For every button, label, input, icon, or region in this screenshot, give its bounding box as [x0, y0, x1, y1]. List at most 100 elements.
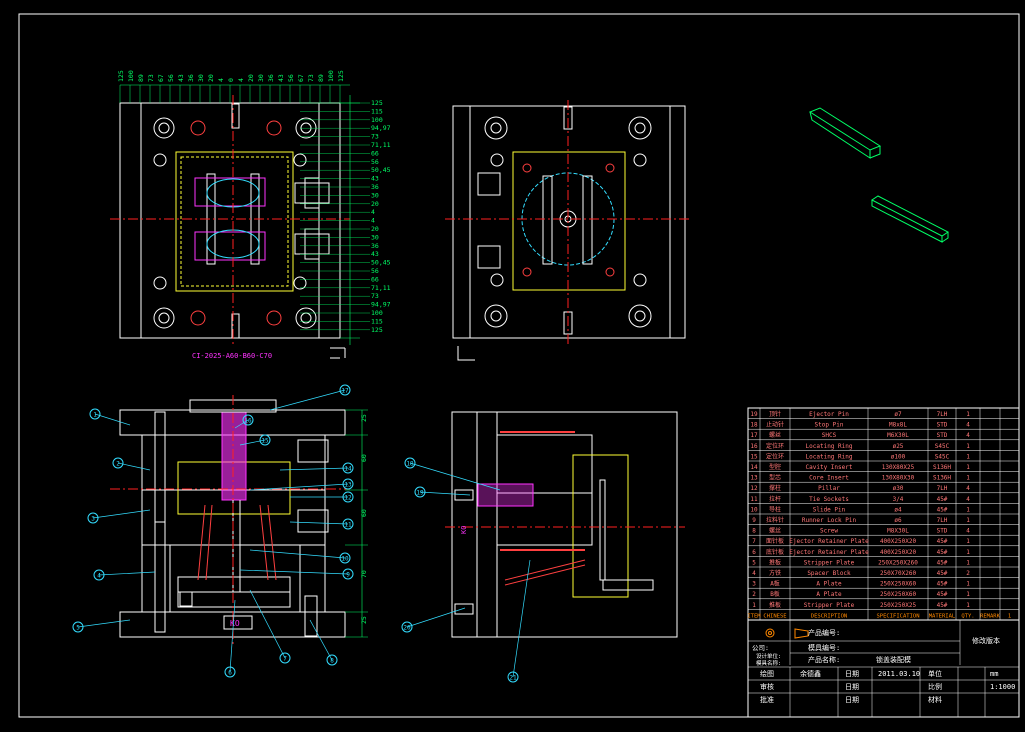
bom-cell: A板 — [770, 580, 780, 588]
bom-cell: 4 — [966, 485, 970, 492]
dim-label: 125 — [371, 326, 383, 334]
dim-label: 25 — [360, 414, 368, 422]
plan-view-mold-base: CI-2025-A60-B60-C70 — [110, 84, 360, 360]
part-balloon[interactable]: 18 — [404, 457, 501, 491]
dim-label: 56 — [371, 267, 379, 275]
bom-cell: 止动针 — [766, 421, 784, 429]
dim-label: 89 — [137, 74, 145, 82]
title-cell: 材料 — [928, 695, 942, 704]
balloon-number: 11 — [344, 522, 352, 529]
dim-label: 115 — [371, 107, 383, 115]
bom-cell: 45# — [937, 581, 948, 588]
bom-cell: 13 — [750, 475, 758, 482]
bom-cell: 1 — [966, 464, 970, 471]
bom-cell: 12 — [750, 485, 758, 492]
title-cell: 批准 — [760, 695, 774, 704]
bom-cell: 型腔 — [769, 463, 781, 471]
part-balloon[interactable]: 19 — [414, 486, 471, 498]
bom-cell: Ejector Retainer Plate — [789, 549, 869, 556]
dim-label: 73 — [371, 292, 379, 300]
bom-cell: 1 — [966, 602, 970, 609]
bom-cell: Stripper Plate — [804, 602, 855, 609]
bom-cell: Cavity Insert — [806, 464, 853, 471]
dim-label: 56 — [287, 74, 295, 82]
dim-label: 50,45 — [371, 166, 391, 174]
balloon-number: 20 — [403, 625, 411, 632]
balloon-number: 17 — [341, 388, 349, 395]
dim-label: 94,97 — [371, 301, 391, 309]
part-iso-sketch — [808, 107, 949, 243]
bom-cell: 1 — [752, 602, 756, 609]
part-balloon[interactable]: 17 — [269, 384, 351, 411]
dim-label: 56 — [371, 158, 379, 166]
part-balloon[interactable]: 15 — [239, 434, 271, 446]
bom-cell: ø100 — [891, 453, 906, 460]
title-cell: 日期 — [845, 696, 859, 704]
part-balloon[interactable]: 20 — [401, 607, 466, 633]
company-sub-label: 模具名称: — [756, 659, 781, 667]
part-balloon[interactable]: 6 — [224, 599, 236, 678]
bom-cell: 45# — [937, 496, 948, 503]
dim-label: 60 — [360, 454, 368, 462]
part-balloon[interactable]: 13 — [249, 478, 354, 491]
bom-cell: ø6 — [894, 517, 902, 524]
part-balloon[interactable]: 7 — [249, 589, 291, 664]
part-balloon[interactable]: 16 — [234, 414, 254, 429]
bom-cell: Core Insert — [809, 475, 849, 482]
bom-cell: 45# — [937, 559, 948, 566]
dim-label: 30 — [257, 74, 265, 82]
dim-label: 30 — [371, 191, 379, 199]
bom-cell: SHCS — [822, 432, 837, 439]
part-balloon[interactable]: 4 — [93, 569, 156, 581]
dim-label: 20 — [207, 74, 215, 82]
bom-cell: Ejector Retainer Plate — [789, 538, 869, 545]
bom-cell: STD — [937, 432, 948, 439]
part-balloon[interactable]: 2 — [112, 457, 151, 471]
bom-cell: 导柱 — [769, 505, 781, 513]
bom-cell: ø7 — [894, 411, 902, 418]
dim-label: 125 — [371, 99, 383, 107]
dim-label: 20 — [371, 225, 379, 233]
bom-cell: M8x8L — [889, 422, 907, 429]
bom-cell: 3/4 — [893, 496, 904, 503]
dim-label: 36 — [371, 183, 379, 191]
bom-cell: 定位环 — [766, 452, 784, 460]
part-balloon[interactable]: 8 — [309, 619, 338, 666]
dim-label: 43 — [177, 74, 185, 82]
part-balloon[interactable]: 9 — [239, 568, 354, 580]
part-balloon[interactable]: 14 — [279, 462, 354, 474]
part-balloon[interactable]: 11 — [289, 518, 354, 530]
bom-cell: Screw — [820, 528, 838, 535]
dim-label: 30 — [371, 233, 379, 241]
bom-header: DESCRIPTION — [811, 613, 847, 619]
bom-cell: 11 — [750, 496, 758, 503]
plan-caption: CI-2025-A60-B60-C70 — [192, 352, 272, 360]
front-stamp: KO — [230, 619, 240, 628]
bom-cell: Runner Lock Pin — [802, 517, 857, 524]
balloon-number: 15 — [261, 438, 269, 445]
bom-cell: 1 — [966, 506, 970, 513]
bom-cell: 型芯 — [769, 474, 781, 482]
bom-cell: 9 — [752, 517, 756, 524]
part-balloon[interactable]: 21 — [507, 559, 531, 683]
dim-label: 100 — [371, 309, 383, 317]
bom-cell: 4 — [966, 422, 970, 429]
bom-cell: 1 — [966, 549, 970, 556]
dim-label: 71,11 — [371, 141, 391, 149]
part-balloon[interactable]: 10 — [249, 549, 351, 564]
part-balloon[interactable]: 12 — [290, 491, 354, 503]
bom-cell: 130X80X30 — [882, 475, 915, 482]
balloon-number: 6 — [228, 670, 232, 677]
part-balloon[interactable]: 3 — [87, 509, 151, 524]
part-balloon[interactable]: 5 — [72, 619, 131, 633]
balloon-number: 18 — [406, 461, 414, 468]
part-balloon[interactable]: 1 — [89, 408, 131, 426]
